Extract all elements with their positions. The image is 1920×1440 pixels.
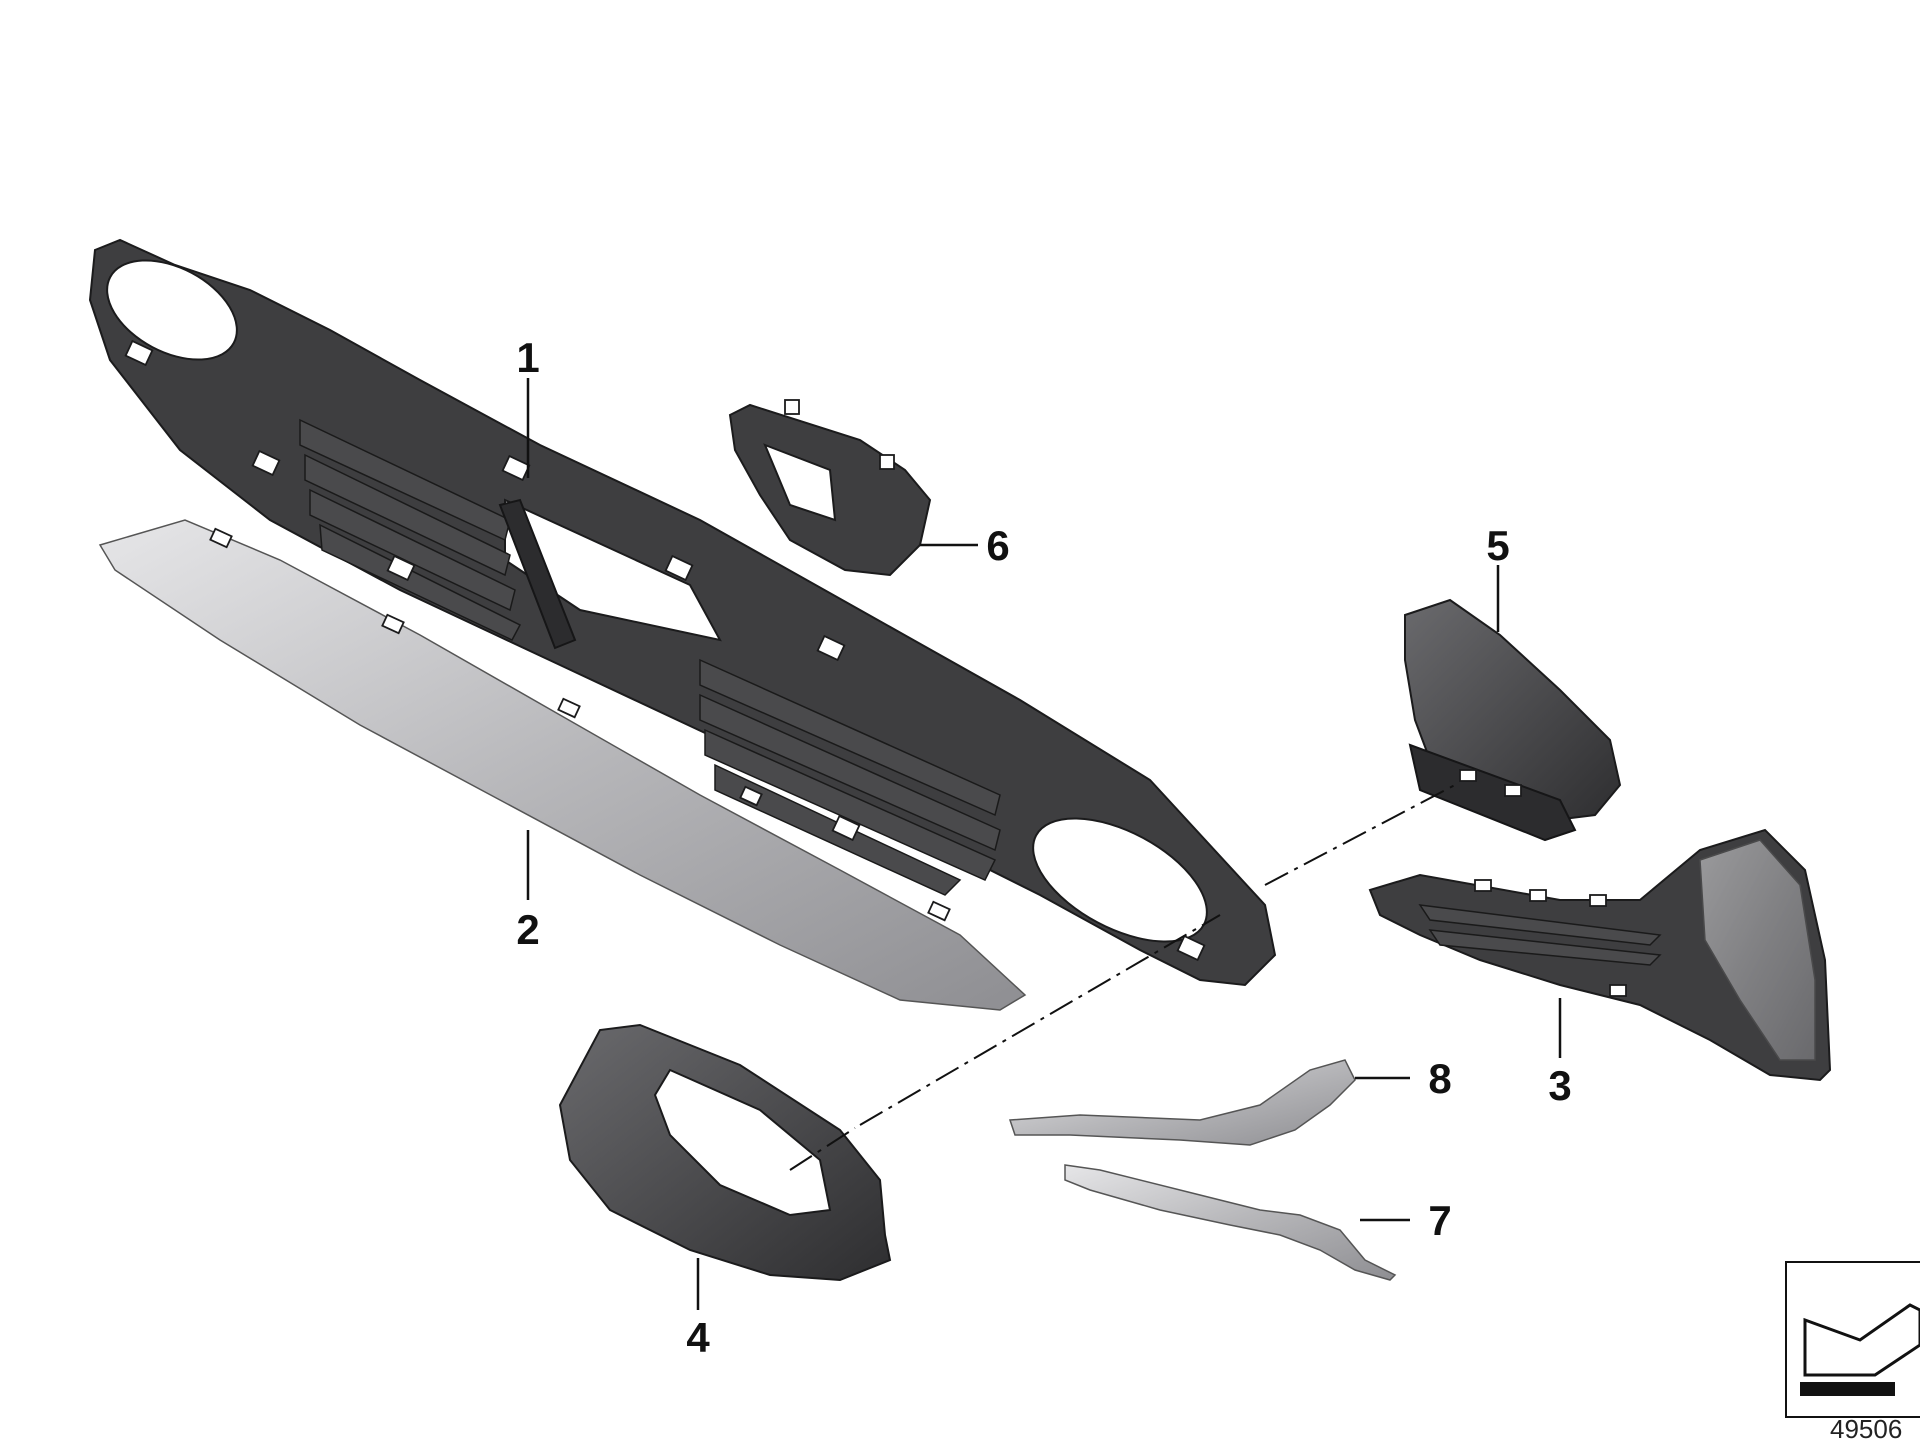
reference-number: 49506 [1830,1414,1902,1440]
part-2-trim-strip [98,519,1027,1011]
direction-arrow-icon [1800,1303,1920,1396]
callout-5: 5 [1486,522,1509,569]
callout-1: 1 [516,334,539,381]
part-3-side-grille [1368,828,1832,1082]
callout-labels: 1 2 3 4 5 6 7 8 [516,334,1571,1361]
callout-3: 3 [1548,1062,1571,1109]
part-7-lower-trim [1064,1164,1397,1281]
leader-lines [526,378,1562,1310]
callout-6: 6 [986,522,1009,569]
part-1-grille-frame [88,238,1277,987]
callout-4: 4 [686,1314,710,1361]
part-4-lamp-surround [558,1023,892,1282]
grille-slats-left [299,418,522,641]
orientation-reference: 49506 [1785,1261,1920,1440]
callout-8: 8 [1428,1055,1451,1102]
part-5-air-duct-bracket [1404,598,1622,842]
part-6-sensor-bracket [728,399,932,577]
part-8-upper-trim [1008,1059,1356,1146]
alignment-axes [789,784,1456,1171]
callout-7: 7 [1428,1197,1451,1244]
callout-2: 2 [516,906,539,953]
